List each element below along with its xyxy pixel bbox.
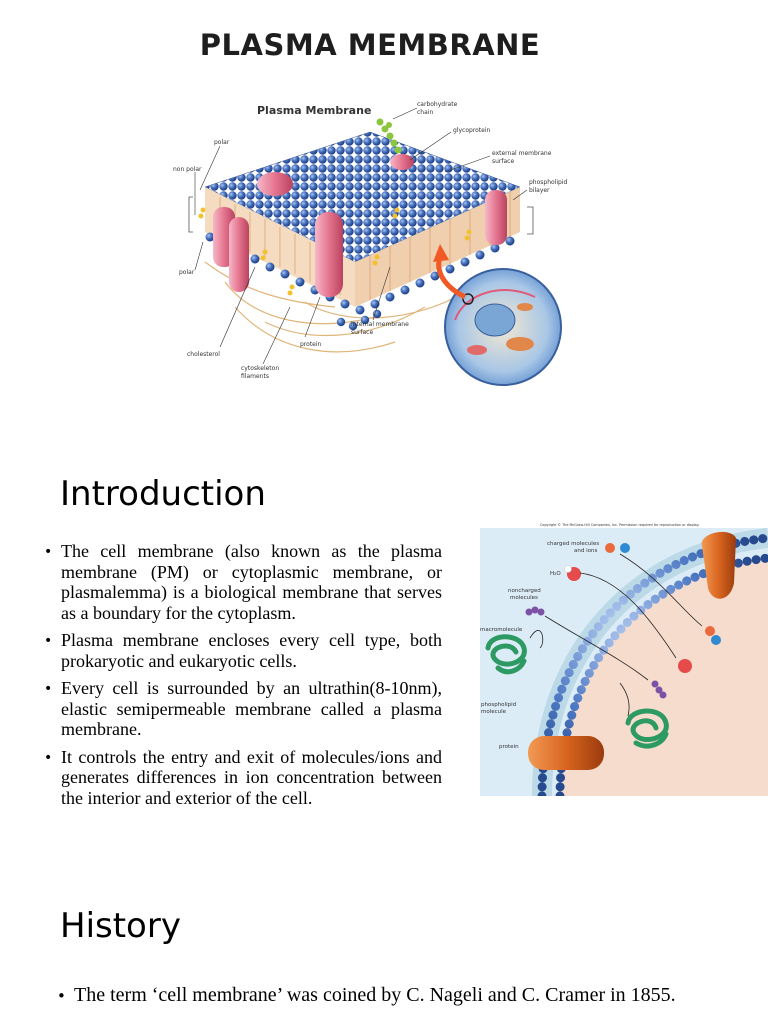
cytoskeleton-filaments xyxy=(204,261,466,353)
bullet-dot: • xyxy=(44,544,53,560)
label-macromolecule: macromolecule xyxy=(480,627,523,633)
label-non-polar: non polar xyxy=(173,166,202,173)
noncharged-molecule-icon xyxy=(651,680,659,688)
label-noncharged-molecules-2: molecules xyxy=(510,595,538,601)
macromolecule-icon xyxy=(625,708,669,749)
charged-ion-icon xyxy=(620,543,630,553)
noncharged-molecule-icon xyxy=(525,608,533,616)
macromolecule-icon xyxy=(485,634,527,675)
label-phospholipid-bilayer: phospholipid xyxy=(529,179,568,186)
bullet-dot: • xyxy=(44,633,53,649)
introduction-bullet-list: • The cell membrane (also known as the pl… xyxy=(44,541,442,815)
history-heading: History xyxy=(60,906,181,946)
label-cytoskeleton: cytoskeleton xyxy=(241,365,279,372)
charged-ion-icon xyxy=(711,635,721,645)
list-item: • Plasma membrane encloses every cell typ… xyxy=(44,630,442,671)
slide-title: PLASMA MEMBRANE xyxy=(199,28,541,62)
label-protein: protein xyxy=(499,744,519,750)
bullet-text: The term ‘cell membrane’ was coined by C… xyxy=(74,984,676,1006)
bullet-text: Every cell is surrounded by an ultrathin… xyxy=(61,678,442,739)
label-carbohydrate-chain: carbohydrate xyxy=(417,101,458,108)
label-phospholipid-molecule: phospholipid xyxy=(481,702,516,708)
label-carbohydrate-chain-2: chain xyxy=(417,109,433,116)
charged-ion-icon xyxy=(605,543,615,553)
integral-protein xyxy=(485,190,507,245)
cholesterol-molecules xyxy=(198,207,472,296)
cell-inset xyxy=(444,268,562,386)
label-cholesterol: cholesterol xyxy=(187,351,220,358)
figure-copyright: Copyright © The McGraw-Hill Companies, I… xyxy=(540,523,699,527)
label-charged-molecules-2: and ions xyxy=(574,548,597,554)
label-internal-surface-2: surface xyxy=(351,329,373,336)
list-item: • It controls the entry and exit of molec… xyxy=(44,747,442,809)
label-polar-bottom: polar xyxy=(179,269,195,276)
membrane-transport-diagram: Copyright © The McGraw-Hill Companies, I… xyxy=(480,523,768,796)
label-glycoprotein: glycoprotein xyxy=(453,127,491,134)
bullet-text: Plasma membrane encloses every cell type… xyxy=(61,630,442,671)
glycoprotein-head xyxy=(390,154,414,170)
label-charged-molecules: charged molecules xyxy=(547,541,599,547)
label-protein: protein xyxy=(300,341,322,348)
water-molecule-icon xyxy=(678,659,692,673)
label-external-surface: external membrane xyxy=(492,150,552,157)
label-external-surface-2: surface xyxy=(492,158,514,165)
cytoplasm xyxy=(560,558,768,796)
label-cytoskeleton-2: filaments xyxy=(241,373,269,380)
list-item: • Every cell is surrounded by an ultrathi… xyxy=(44,678,442,740)
charged-ion-icon xyxy=(705,626,715,636)
bullet-dot: • xyxy=(57,987,66,1005)
fatty-acid-tails-side xyxy=(355,187,520,307)
label-phospholipid-bilayer-2: bilayer xyxy=(529,187,550,194)
bullet-text: It controls the entry and exit of molecu… xyxy=(61,746,442,808)
integral-protein xyxy=(315,212,343,297)
label-phospholipid-molecule-2: molecule xyxy=(481,709,507,715)
list-item: • The cell membrane (also known as the pl… xyxy=(44,541,442,623)
bullet-dot: • xyxy=(44,749,53,766)
label-internal-surface: internal membrane xyxy=(351,321,409,328)
channel-protein xyxy=(701,531,736,599)
label-water: H₂O xyxy=(550,571,561,577)
plasma-membrane-diagram: Plasma Membrane xyxy=(173,101,568,386)
list-item: • The term ‘cell membrane’ was coined by … xyxy=(57,984,709,1007)
integral-protein xyxy=(229,217,249,292)
label-noncharged-molecules: noncharged xyxy=(508,588,541,594)
figure-title: Plasma Membrane xyxy=(257,104,371,117)
introduction-heading: Introduction xyxy=(60,474,266,514)
bullet-dot: • xyxy=(44,681,53,697)
label-polar-top: polar xyxy=(214,139,230,146)
membrane-protein xyxy=(528,736,604,770)
peripheral-protein xyxy=(257,172,293,196)
bullet-text: The cell membrane (also known as the pla… xyxy=(61,541,442,623)
carbohydrate-chain xyxy=(376,118,402,154)
history-bullet-list: • The term ‘cell membrane’ was coined by … xyxy=(57,984,709,1007)
